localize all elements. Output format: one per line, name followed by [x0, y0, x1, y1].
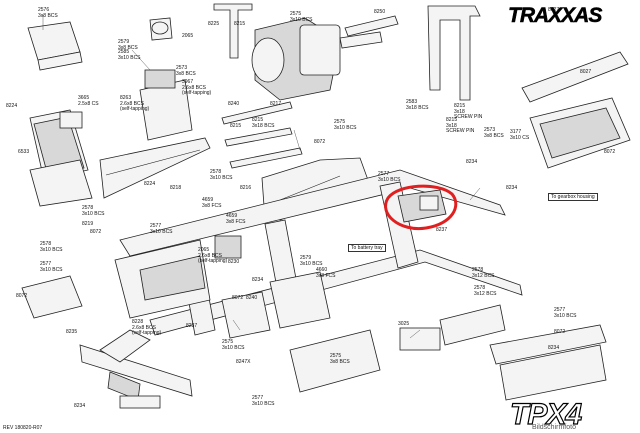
- right-skid-part: [521, 51, 631, 169]
- leader-lines: [42, 15, 481, 339]
- part-callout: 8072: [16, 293, 28, 299]
- part-callout: 8217: [270, 101, 282, 107]
- left-rail-part: [99, 137, 211, 199]
- part-callout: 2065: [182, 33, 194, 39]
- front-bumper-part: [79, 329, 193, 409]
- part-callout: 8219: [82, 221, 94, 227]
- part-callout: 8215: [230, 123, 242, 129]
- battery-box-part: [27, 21, 93, 207]
- suspension-links-part: [221, 101, 303, 169]
- revision-label: REV 180820-R07: [3, 425, 43, 431]
- part-callout: 8027: [548, 7, 560, 13]
- esc-part: [214, 235, 441, 351]
- part-callout: 8247X: [236, 359, 251, 365]
- watermark: Bildschirmfoto: [532, 424, 576, 431]
- part-callout: 8072: [604, 149, 616, 155]
- part-callout: 8240: [246, 295, 258, 301]
- battery-tray-note: To battery tray: [348, 244, 386, 252]
- part-callout: 8224: [6, 103, 18, 109]
- part-callout: 8230: [228, 259, 240, 265]
- highlight-circle: [384, 184, 458, 231]
- servo-tray-part: [139, 17, 193, 141]
- part-callout: 6533: [18, 149, 30, 155]
- mid-bracket-part: [221, 271, 331, 339]
- highlighted-mount-part: [397, 189, 447, 223]
- part-callout: 3025: [398, 321, 410, 327]
- part-callout: 8234: [74, 403, 86, 409]
- part-callout: 8072: [554, 329, 566, 335]
- part-callout: 8234: [466, 159, 478, 165]
- rock-slider-part: [489, 324, 607, 401]
- part-callout: 8027: [580, 69, 592, 75]
- part-callout: 8072: [314, 139, 326, 145]
- left-fender-part: [114, 239, 211, 319]
- part-callout: 8215: [234, 21, 246, 27]
- part-callout: 8218: [170, 185, 182, 191]
- shock-tower-part: [213, 3, 481, 101]
- driveshaft-part: [344, 15, 399, 37]
- part-callout: 8224: [144, 181, 156, 187]
- tpx4-logo: TPX4: [509, 397, 582, 431]
- part-callout: 8234: [252, 277, 264, 283]
- part-callout: 8237: [436, 227, 448, 233]
- part-callout: 8237: [186, 323, 198, 329]
- motor-transmission-part: [251, 17, 383, 101]
- traxxas-logo: TRAXXAS: [508, 4, 603, 28]
- part-callout: 8072: [90, 229, 102, 235]
- part-callout: 8234: [548, 345, 560, 351]
- right-fender-part: [289, 304, 506, 393]
- part-callout: 8072: [232, 295, 244, 301]
- part-callout: 8235: [66, 329, 78, 335]
- part-callout: 8240: [228, 101, 240, 107]
- gearbox-housing-note: To gearbox housing: [548, 193, 598, 201]
- part-callout: 8250: [374, 9, 386, 15]
- part-callout: 8225: [208, 21, 220, 27]
- part-callout: 8216: [240, 185, 252, 191]
- part-callout: 8234: [506, 185, 518, 191]
- skid-plate-part: [21, 275, 83, 319]
